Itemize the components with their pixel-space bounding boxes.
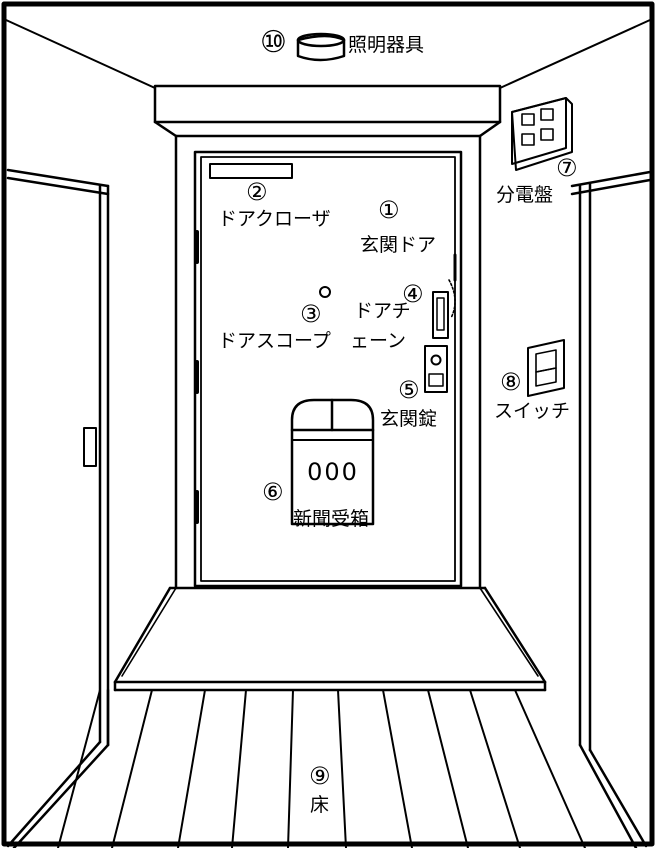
newspaper-box-icon <box>290 398 375 526</box>
entrance-floor <box>113 586 547 692</box>
item-3-number: ③ <box>300 300 322 328</box>
item-9-number: ⑨ <box>309 762 331 790</box>
distribution-board-icon <box>511 97 573 171</box>
item-7-label: 分電盤 <box>496 184 554 206</box>
light-switch-icon <box>527 339 565 397</box>
door-lock-icon <box>424 345 448 393</box>
item-2-number: ② <box>246 178 268 206</box>
item-5-label: 玄関錠 <box>380 408 438 430</box>
door-chain-icon <box>432 253 457 339</box>
newspaper-slot-text: 000 <box>307 458 359 486</box>
left-wall <box>6 168 110 848</box>
ceiling-light-icon <box>296 32 346 62</box>
item-6-label: 新聞受箱 <box>293 508 370 530</box>
item-4-label-line1: ドアチ <box>354 300 411 322</box>
right-wall <box>570 170 652 848</box>
item-1-number: ① <box>378 196 400 224</box>
item-8-label: スイッチ <box>494 400 571 422</box>
item-9-label: 床 <box>310 794 330 816</box>
item-7-number: ⑦ <box>556 154 578 182</box>
door-scope-icon <box>319 286 331 298</box>
item-3-label: ドアスコープ <box>218 330 331 352</box>
item-5-number: ⑤ <box>398 376 420 404</box>
ceiling-lines <box>5 19 651 89</box>
item-2-label: ドアクローザ <box>218 208 331 230</box>
door-header-beam <box>153 84 502 138</box>
entrance-door <box>193 150 463 588</box>
hallway-floor-boards <box>57 689 586 848</box>
item-10-label: 照明器具 <box>348 34 425 56</box>
left-wall-switch <box>83 427 97 467</box>
item-10-number: ⑩ <box>260 25 287 60</box>
item-4-label-line2: ェーン <box>350 330 407 352</box>
item-4-number: ④ <box>402 280 424 308</box>
item-1-label: 玄関ドア <box>360 234 437 256</box>
item-6-number: ⑥ <box>262 478 284 506</box>
item-8-number: ⑧ <box>500 368 522 396</box>
front-wall <box>174 134 482 590</box>
door-closer-icon <box>209 163 293 179</box>
